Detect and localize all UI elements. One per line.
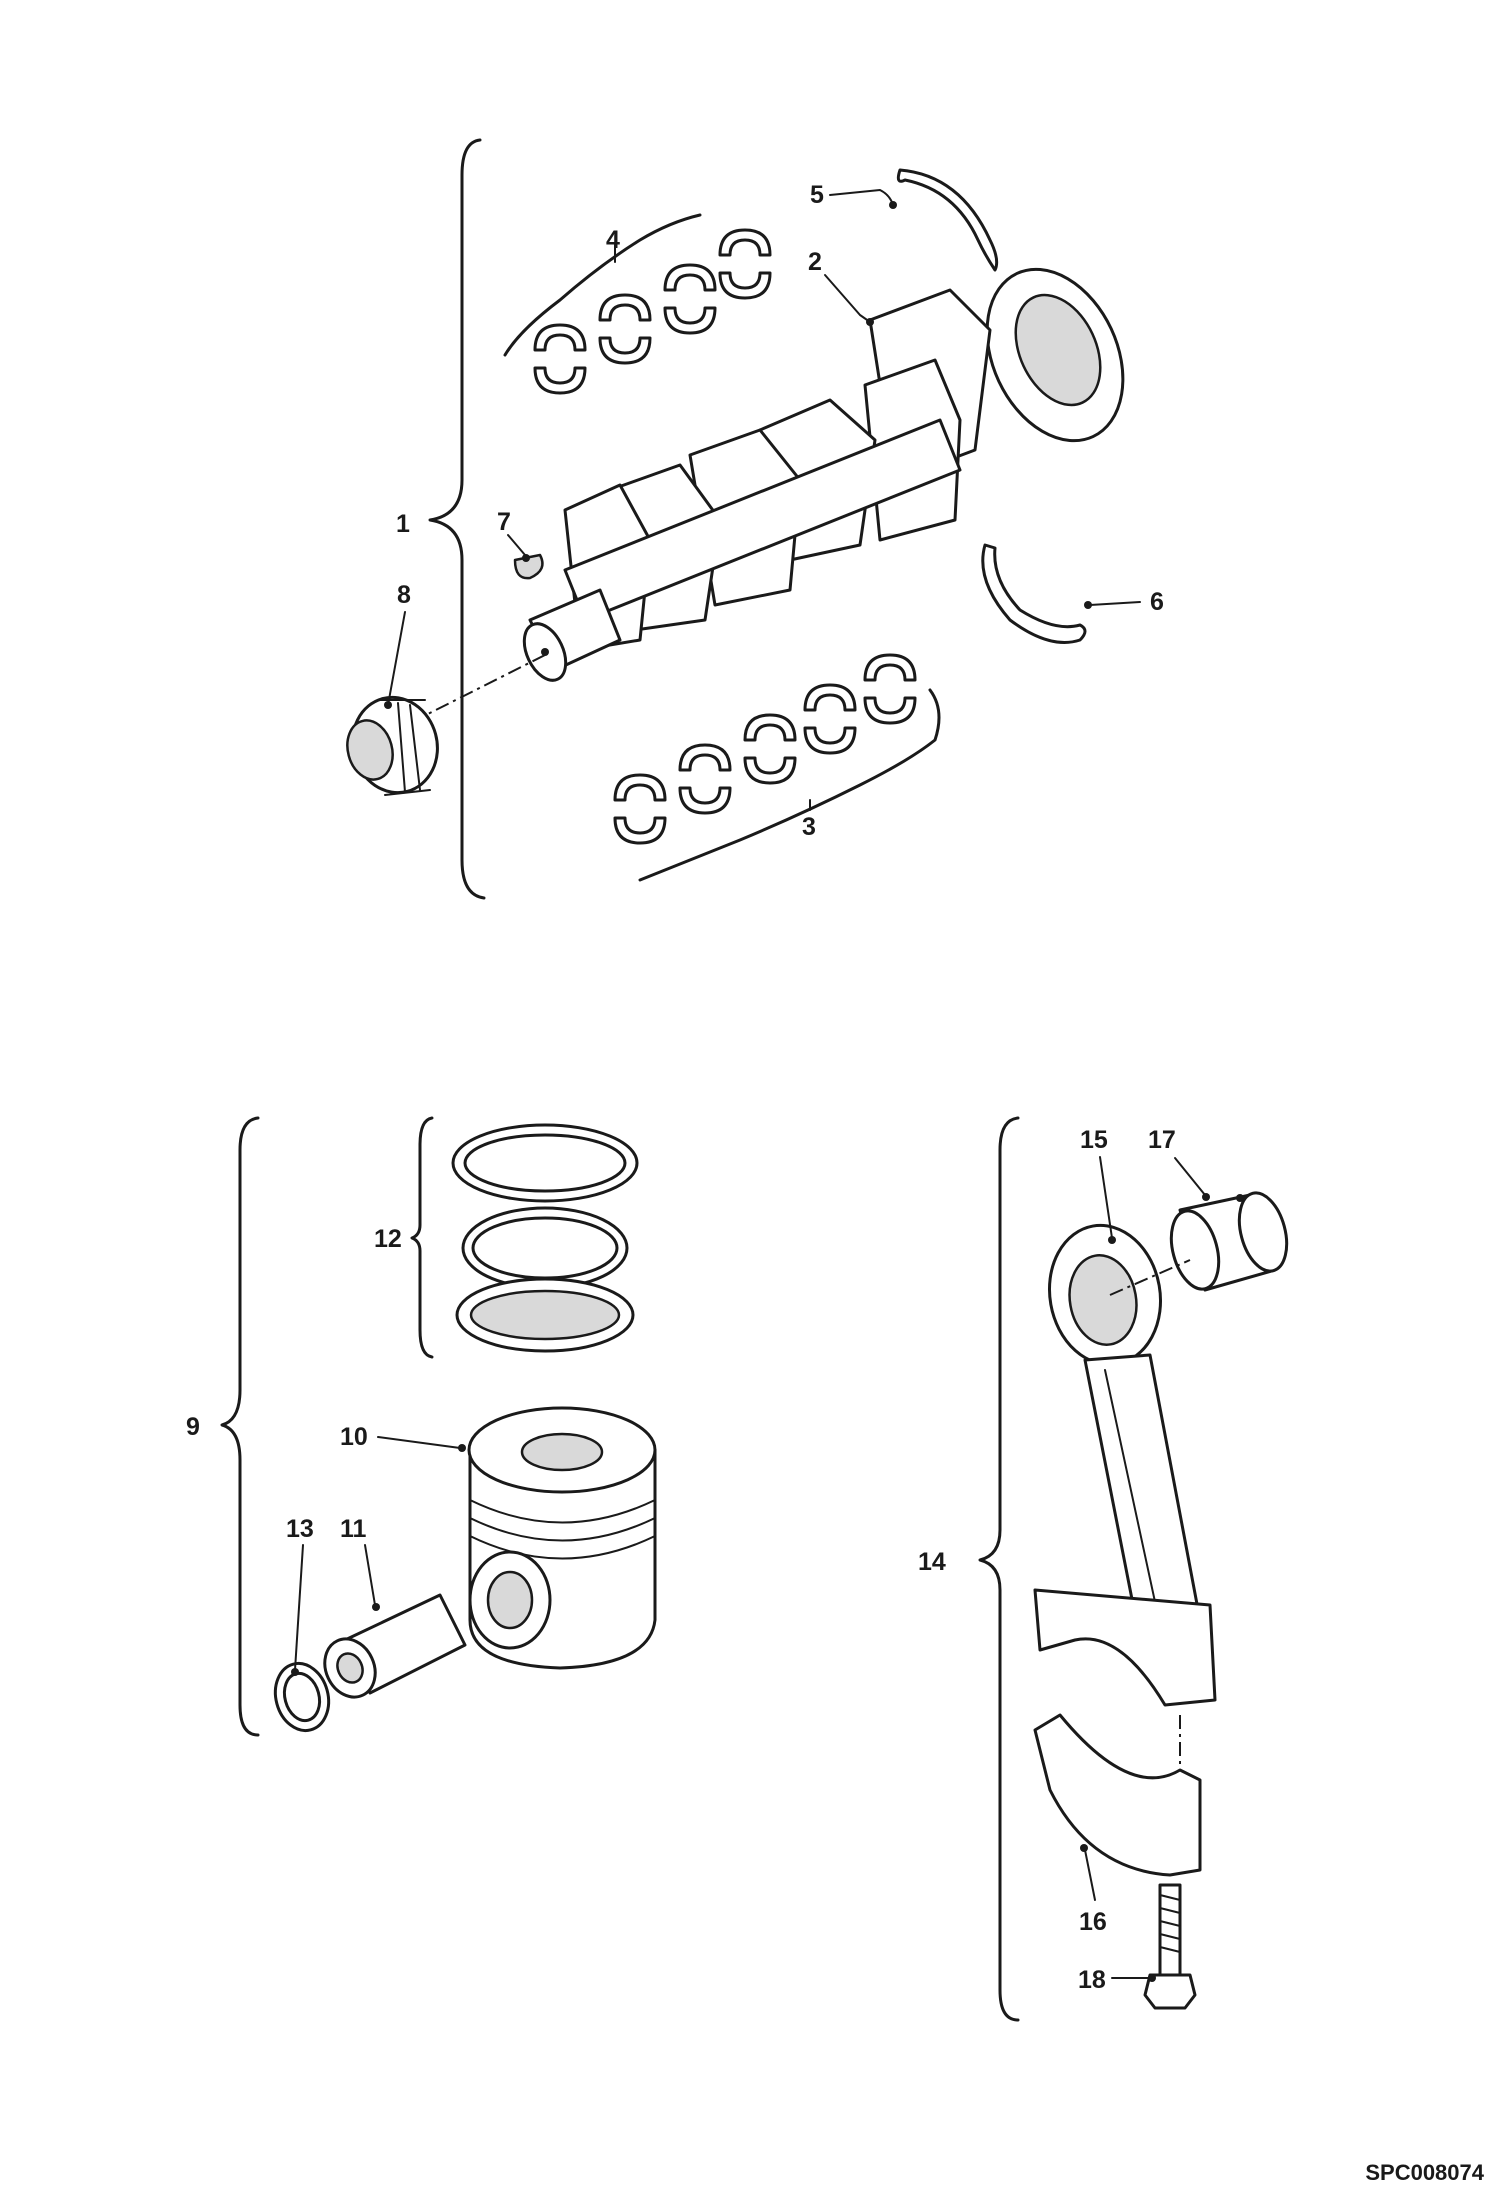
piston-pin: [323, 1593, 467, 1699]
crankshaft-group: [346, 138, 1141, 900]
callout-label-6: 6: [1150, 588, 1164, 616]
connecting-rod-bolt: [1143, 1883, 1197, 2010]
group-brace-1: [428, 138, 486, 900]
callout-label-18: 18: [1078, 1966, 1106, 1994]
callout-label-5: 5: [810, 181, 824, 209]
callout-label-1: 1: [396, 510, 410, 538]
woodruff-key: [513, 553, 544, 580]
callout-label-17: 17: [1148, 1126, 1176, 1154]
main-bearing-shells-lower: [613, 653, 941, 882]
snap-ring: [273, 1661, 331, 1733]
crankshaft: [419, 267, 1125, 719]
callout-label-12: 12: [374, 1225, 402, 1253]
callout-label-9: 9: [186, 1413, 200, 1441]
callout-label-14: 14: [918, 1548, 946, 1576]
main-bearing-shells-upper: [503, 213, 772, 395]
callout-label-16: 16: [1079, 1908, 1107, 1936]
callout-label-11: 11: [340, 1515, 367, 1543]
thrust-washer-lower: [981, 543, 1087, 644]
group-brace-9: [220, 1116, 260, 1737]
callout-label-8: 8: [397, 581, 411, 609]
group-brace-14: [978, 1116, 1020, 2022]
piston-rings: [451, 1123, 639, 1353]
callout-label-2: 2: [808, 248, 822, 276]
callout-label-10: 10: [340, 1423, 368, 1451]
callout-label-13: 13: [286, 1515, 314, 1543]
group-brace-12: [410, 1116, 434, 1359]
piston: [467, 1406, 657, 1670]
connecting-rod: [1033, 1223, 1217, 1707]
connecting-rod-cap: [1033, 1713, 1202, 1877]
small-end-bushing: [1169, 1191, 1289, 1292]
connecting-rod-group: [978, 1116, 1289, 2022]
callout-label-4: 4: [606, 226, 620, 254]
thrust-washer-upper: [896, 168, 999, 272]
callout-label-7: 7: [497, 508, 511, 536]
callout-label-3: 3: [802, 813, 816, 841]
drawing-code: SPC008074: [1365, 2160, 1484, 2185]
callout-labels: 1 2 3 4 5 6 7 8 9 10 11 12 13 14 15 16 1…: [186, 181, 1176, 1994]
piston-group: [220, 1116, 657, 1737]
crankshaft-gear: [346, 695, 439, 796]
callout-label-15: 15: [1080, 1126, 1108, 1154]
